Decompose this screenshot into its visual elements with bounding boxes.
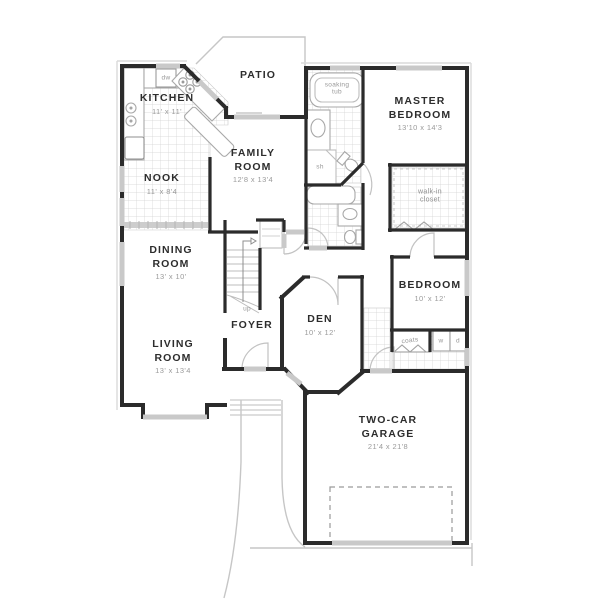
den-door-swing	[309, 276, 339, 306]
room-label-den: DEN 10' x 12'	[304, 313, 335, 337]
walkway-right-line	[281, 400, 306, 548]
front-door-swing	[241, 342, 269, 370]
room-name: ROOM	[152, 257, 190, 270]
windows-and-openings	[119, 63, 470, 546]
bath-fixtures	[305, 72, 365, 245]
room-name: BEDROOM	[388, 108, 452, 121]
kitchen-angled-window	[197, 79, 219, 101]
closet-label-line: closet	[419, 197, 441, 204]
stair-closet	[259, 220, 283, 249]
bedroom-door-swing	[409, 232, 435, 258]
soaking-tub-text: tub	[332, 89, 342, 96]
room-dimensions: 12'8 x 13'4	[232, 175, 274, 185]
eave-line-left	[116, 60, 187, 410]
label-stairs-up: up	[243, 305, 251, 313]
room-dimensions: 11' x 11'	[152, 106, 182, 116]
room-name: BEDROOM	[398, 278, 462, 291]
soaking-tub-text: soaking	[324, 81, 350, 89]
garage-door-dashed-area	[329, 486, 453, 544]
master-door-swing	[362, 162, 373, 196]
room-dimensions: 11' x 8'4	[146, 186, 178, 196]
room-name: FAMILY	[230, 146, 276, 159]
room-dimensions: 13'10 x 14'3	[397, 123, 443, 133]
room-name: ROOM	[234, 160, 272, 173]
room-name: DINING	[149, 243, 193, 256]
nook-dining-half-wall	[124, 221, 208, 229]
bath-door-swing	[307, 227, 329, 249]
room-name: FOYER	[231, 319, 273, 332]
walkin-closet-shelving	[393, 168, 464, 227]
walkway-left-line	[223, 400, 242, 599]
stair-closet-shelves	[262, 228, 280, 237]
label-shower: sh	[316, 163, 324, 171]
bathtub	[306, 185, 356, 205]
room-label-nook: NOOK 11' x 8'4	[144, 172, 180, 196]
interior-walls	[208, 66, 467, 373]
room-dimensions: 10' x 12'	[414, 293, 446, 303]
room-label-family-room: FAMILY ROOM 12'8 x 13'4	[231, 147, 275, 185]
room-name: ROOM	[154, 351, 192, 364]
driveway-line	[250, 543, 473, 566]
half-wall-ticks	[129, 221, 203, 229]
room-name: KITCHEN	[139, 91, 195, 104]
shower-corner	[325, 149, 337, 161]
label-washer: w	[438, 337, 444, 345]
room-label-dining-room: DINING ROOM 13' x 10'	[149, 244, 192, 282]
hall-tile-floor	[363, 307, 391, 371]
patio-outline	[195, 36, 306, 66]
stairs-up-arrow	[242, 237, 257, 302]
room-label-bedroom: BEDROOM 10' x 12'	[399, 279, 462, 303]
label-walk-in-closet: walk-in closet	[418, 189, 442, 206]
room-name: NOOK	[144, 171, 180, 184]
porch-steps	[230, 399, 281, 416]
room-dimensions: 10' x 12'	[304, 327, 336, 337]
coats-bifold-doors	[393, 344, 427, 353]
room-label-garage: TWO-CAR GARAGE 21'4 x 21'8	[359, 414, 417, 452]
label-soaking-tub: soaking tub	[325, 82, 350, 97]
room-name: TWO-CAR	[358, 413, 418, 426]
refrigerator	[124, 136, 145, 160]
room-label-master-bedroom: MASTER BEDROOM 13'10 x 14'3	[389, 95, 452, 133]
walkin-closet-floor	[391, 166, 466, 229]
kitchen-fixtures	[123, 65, 235, 161]
staircase	[226, 237, 260, 314]
soaking-tub-inner	[314, 77, 360, 103]
room-name: PATIO	[239, 69, 277, 82]
room-dimensions: 13' x 13'4	[155, 366, 191, 376]
master-sink	[310, 118, 326, 138]
room-label-living-room: LIVING ROOM 13' x 13'4	[152, 338, 194, 376]
label-dryer: d	[456, 337, 460, 345]
site-lines	[116, 36, 473, 599]
walkin-bifold-doors	[393, 221, 435, 231]
closet-label-line: walk-in	[418, 188, 442, 196]
den-angled-window	[285, 371, 303, 386]
hall-door-swing	[283, 231, 307, 255]
room-dimensions: 13' x 10'	[155, 272, 187, 282]
eave-line-right	[301, 62, 472, 540]
room-name: LIVING	[152, 337, 194, 350]
kitchen-sink	[125, 102, 137, 127]
room-label-kitchen: KITCHEN 11' x 11'	[140, 92, 194, 116]
room-dimensions: 21'4 x 21'8	[367, 442, 409, 452]
room-name: DEN	[307, 312, 333, 325]
label-dishwasher: dw	[161, 74, 171, 82]
kitchen-peninsula	[184, 106, 235, 157]
room-name: GARAGE	[361, 427, 415, 440]
bath-sink	[342, 207, 358, 221]
room-name: MASTER	[394, 94, 446, 107]
bath-toilet	[343, 229, 363, 245]
room-label-patio: PATIO	[240, 69, 276, 83]
room-label-foyer: FOYER	[231, 319, 273, 333]
